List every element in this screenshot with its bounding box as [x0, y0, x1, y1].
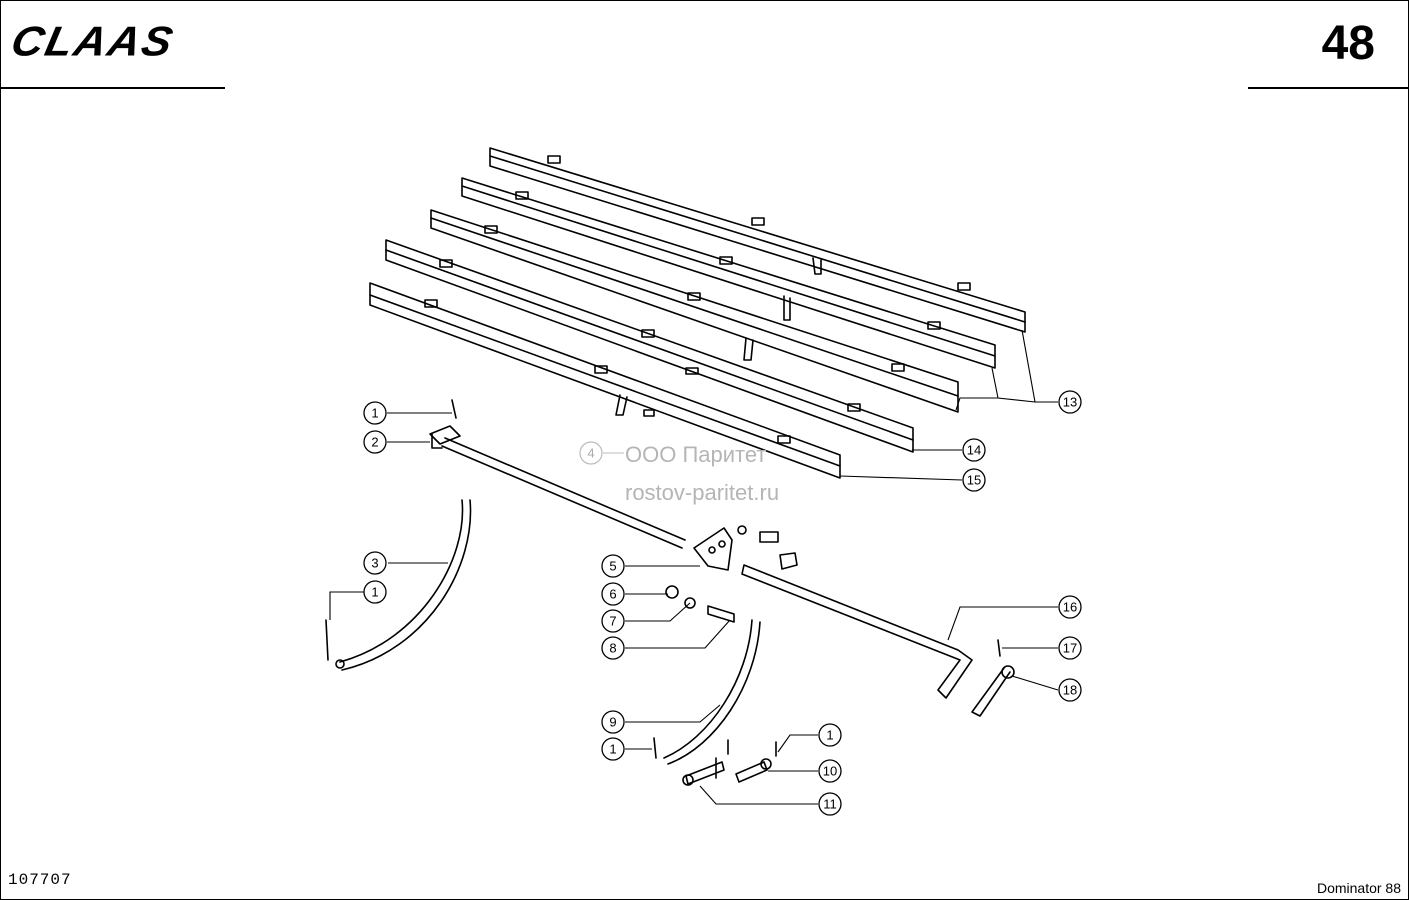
- curved-strap-right: [653, 619, 761, 765]
- svg-text:9: 9: [609, 715, 616, 730]
- callout-15: 15: [962, 468, 986, 492]
- callout-1: 1: [601, 737, 625, 761]
- callout-14: 14: [962, 438, 986, 462]
- callout-16: 16: [1058, 595, 1082, 619]
- callout-17: 17: [1058, 636, 1082, 660]
- callout-13: 13: [1058, 390, 1082, 414]
- svg-text:1: 1: [371, 406, 378, 421]
- sieve-rail: [461, 177, 996, 369]
- svg-text:7: 7: [609, 614, 616, 629]
- bracket-plate: [665, 525, 779, 623]
- page-number-underline: [1248, 87, 1409, 89]
- svg-text:2: 2: [371, 435, 378, 450]
- callout-1: 1: [818, 723, 842, 747]
- svg-text:10: 10: [823, 764, 837, 779]
- svg-text:18: 18: [1063, 683, 1077, 698]
- callout-1: 1: [363, 580, 387, 604]
- sieve-rail: [430, 209, 959, 413]
- callout-8: 8: [601, 636, 625, 660]
- watermark-url: rostov-paritet.ru: [625, 480, 780, 505]
- svg-text:3: 3: [371, 556, 378, 571]
- callout-5: 5: [601, 554, 625, 578]
- document-code: 107707: [8, 871, 72, 889]
- svg-text:1: 1: [371, 585, 378, 600]
- sieve-rail: [369, 282, 841, 479]
- svg-text:15: 15: [967, 473, 981, 488]
- sieve-rail: [489, 147, 1026, 333]
- tie-rod: [429, 399, 686, 549]
- lever-arm: [971, 639, 1015, 717]
- svg-text:14: 14: [967, 443, 981, 458]
- svg-text:4: 4: [587, 446, 594, 461]
- watermark-ghost-callout: 4: [579, 441, 624, 465]
- svg-text:17: 17: [1063, 641, 1077, 656]
- svg-text:1: 1: [609, 742, 616, 757]
- svg-text:8: 8: [609, 641, 616, 656]
- svg-text:1: 1: [826, 728, 833, 743]
- svg-text:11: 11: [823, 797, 837, 812]
- callout-10: 10: [818, 759, 842, 783]
- logo-underline: [0, 87, 225, 89]
- machine-model: Dominator 88: [1316, 880, 1401, 896]
- callout-2: 2: [363, 430, 387, 454]
- page-number: 48: [1321, 17, 1375, 70]
- callout-18: 18: [1058, 678, 1082, 702]
- callout-11: 11: [818, 792, 842, 816]
- callout-3: 3: [363, 551, 387, 575]
- sieve-rail: [385, 239, 914, 453]
- callout-7: 7: [601, 609, 625, 633]
- callout-9: 9: [601, 710, 625, 734]
- watermark-company: ООО Паритет: [625, 442, 767, 467]
- callout-6: 6: [601, 582, 625, 606]
- svg-text:6: 6: [609, 587, 616, 602]
- hinge-pin: [682, 739, 777, 786]
- callout-1: 1: [363, 401, 387, 425]
- svg-text:5: 5: [609, 559, 616, 574]
- svg-text:16: 16: [1063, 600, 1077, 615]
- svg-text:13: 13: [1063, 395, 1077, 410]
- curved-strap-left: [325, 499, 472, 671]
- crank-shaft: [741, 552, 973, 699]
